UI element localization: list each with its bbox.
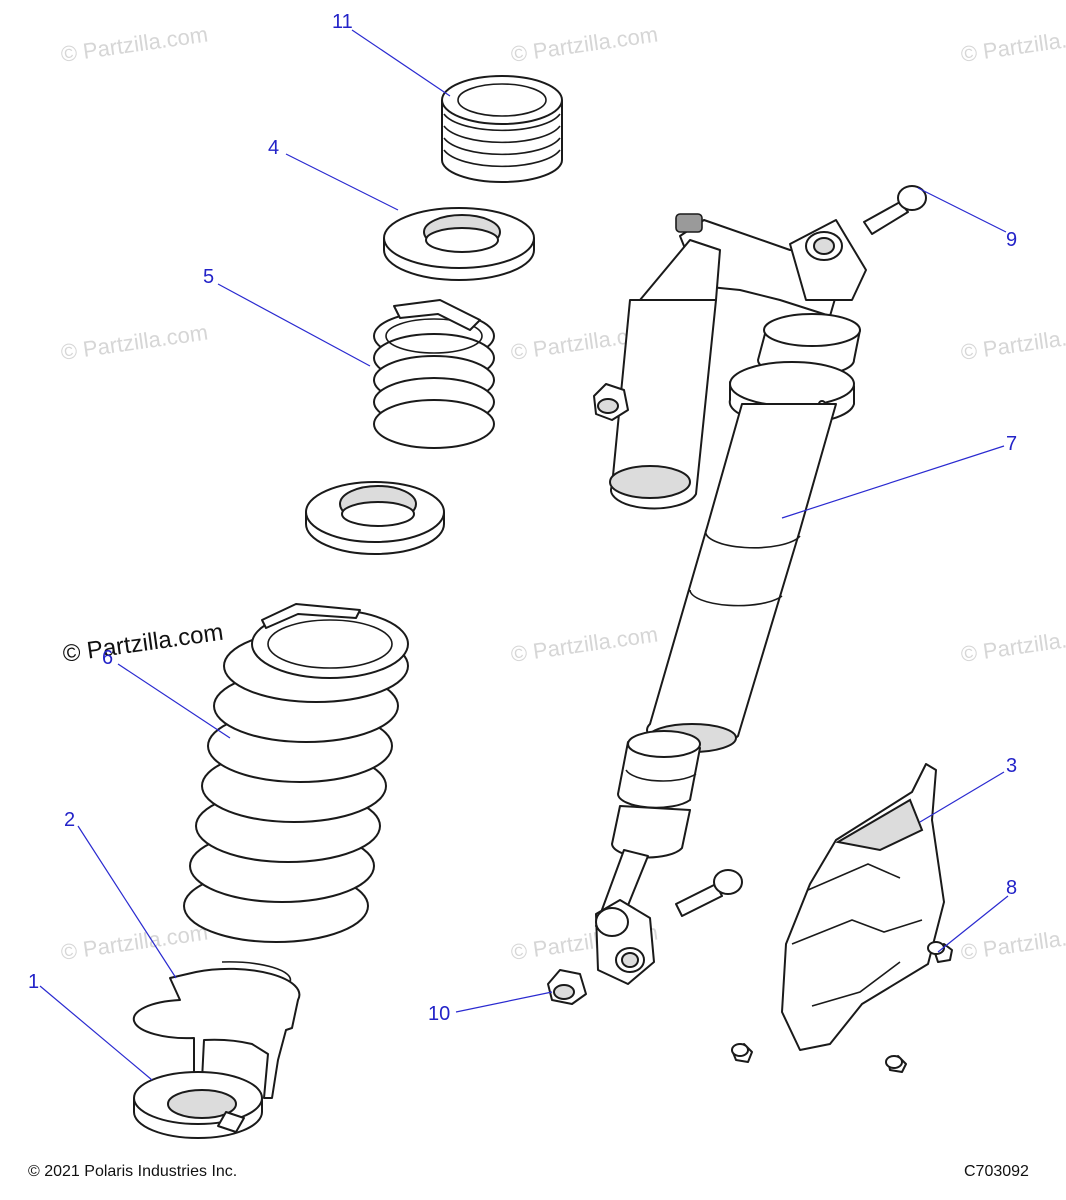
leader-6 [117,663,231,739]
callout-3[interactable]: 3 [1006,755,1017,777]
watermark-featured: © Partzilla.com [61,619,225,668]
watermark: © Partzilla.com [959,320,1066,365]
watermark: © Partzilla.com [59,22,209,67]
callout-labels: 11 4 5 6 2 1 9 7 3 8 10 [28,11,1017,1025]
watermark: © Partzilla.com [959,22,1066,67]
leader-lines [39,29,1009,1081]
leader-7 [781,445,1005,519]
watermark: © Partzilla.com [59,920,209,965]
leader-9 [917,187,1007,233]
leader-11 [351,29,451,97]
callout-5[interactable]: 5 [203,266,214,288]
callout-1[interactable]: 1 [28,971,39,993]
callout-2[interactable]: 2 [64,809,75,831]
lower-mounting-bolt[interactable] [675,869,743,917]
part-8-guard-screw[interactable] [927,941,953,963]
diagram-code: C703092 [964,1163,1029,1180]
guard-screw[interactable] [731,1043,753,1063]
part-11-spring-spacer[interactable] [441,75,563,183]
guard-screw[interactable] [885,1055,907,1073]
part-4-spring-seat[interactable] [383,207,535,281]
callout-8[interactable]: 8 [1006,877,1017,899]
leader-10 [455,991,553,1013]
leader-4 [285,153,399,211]
leader-8 [937,895,1009,953]
part-10-lower-nut[interactable] [547,969,587,1005]
callout-9[interactable]: 9 [1006,229,1017,251]
leader-3 [919,771,1005,823]
part-6-main-spring[interactable] [183,603,409,943]
callout-4[interactable]: 4 [268,137,279,159]
leader-5 [217,283,371,367]
watermark: © Partzilla.com [959,920,1066,965]
part-7-shock-assembly[interactable] [595,213,867,985]
part-9-upper-bolt[interactable] [863,185,927,235]
part-5-tender-spring[interactable] [373,299,495,449]
leader-2 [77,825,177,979]
part-1-split-collar[interactable] [133,1071,263,1139]
watermark: © Partzilla.com [59,320,209,365]
copyright-notice: © 2021 Polaris Industries Inc. [28,1163,237,1180]
watermark: © Partzilla.com [509,622,659,667]
callout-7[interactable]: 7 [1006,433,1017,455]
callout-6[interactable]: 6 [102,647,113,669]
spring-seat-lower[interactable] [305,481,445,555]
reservoir-nut[interactable] [593,383,629,421]
part-2-retainer-clip[interactable] [132,961,301,1099]
callout-11[interactable]: 11 [332,11,353,33]
leader-1 [39,985,153,1081]
part-3-shock-guard[interactable] [781,763,945,1051]
watermark: © Partzilla.com [509,22,659,67]
watermark: © Partzilla.com [959,622,1066,667]
callout-10[interactable]: 10 [428,1003,450,1025]
